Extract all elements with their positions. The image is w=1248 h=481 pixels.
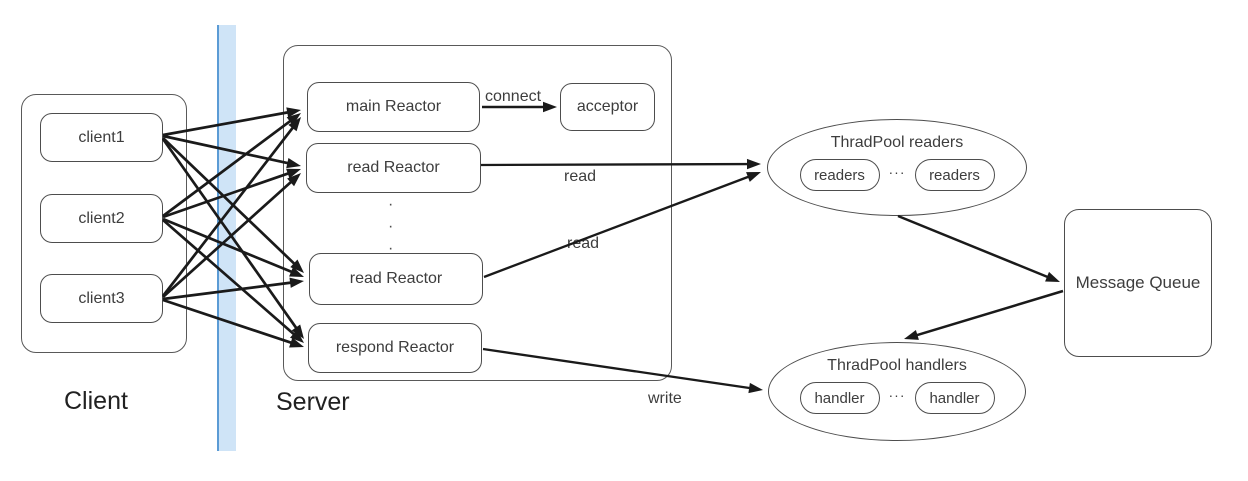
edge-label-read-2: read bbox=[567, 235, 600, 252]
edge-label-read-1: read bbox=[564, 168, 597, 185]
read-reactor-1-node: read Reactor bbox=[306, 143, 481, 193]
threadpool-handlers-node: ThradPool handlers handler ··· handler bbox=[768, 342, 1026, 441]
read-reactor-2-node: read Reactor bbox=[309, 253, 483, 305]
edge-readers-pool-to-message-queue bbox=[897, 214, 1050, 279]
handler-worker-1-label: handler bbox=[814, 389, 865, 407]
client2-label: client2 bbox=[78, 209, 125, 227]
client1-node: client1 bbox=[40, 113, 163, 162]
client-group-label: Client bbox=[64, 387, 128, 415]
reader-worker-1: readers bbox=[799, 159, 880, 191]
main-reactor-node: main Reactor bbox=[307, 82, 480, 132]
client1-label: client1 bbox=[78, 128, 125, 146]
threadpool-readers-node: ThradPool readers readers ··· readers bbox=[767, 119, 1027, 216]
arrowhead-read-reactor-2-to-readers-pool bbox=[746, 172, 761, 182]
respond-reactor-node: respond Reactor bbox=[308, 323, 482, 373]
threadpool-readers-title: ThradPool readers bbox=[830, 134, 964, 151]
acceptor-node: acceptor bbox=[560, 83, 655, 131]
edge-message-queue-to-handlers-pool bbox=[915, 289, 1064, 337]
arrowhead-readers-pool-to-message-queue bbox=[1045, 271, 1060, 282]
handler-worker-1: handler bbox=[799, 382, 880, 414]
edge-label-connect: connect bbox=[485, 88, 542, 105]
main-reactor-label: main Reactor bbox=[345, 98, 442, 115]
threadpool-handlers-title: ThradPool handlers bbox=[827, 357, 967, 374]
arrowhead-respond-reactor-to-handlers-pool bbox=[748, 382, 763, 394]
client3-label: client3 bbox=[78, 289, 125, 307]
edge-label-write: write bbox=[648, 390, 682, 407]
handlers-worker-row: handler ··· handler bbox=[799, 382, 995, 414]
reader-worker-1-label: readers bbox=[814, 166, 865, 184]
reader-worker-2-label: readers bbox=[929, 166, 980, 184]
network-boundary-band bbox=[217, 25, 236, 451]
reactor-ellipsis-dots: · · · bbox=[388, 196, 394, 257]
acceptor-label: acceptor bbox=[576, 98, 639, 115]
readers-ellipsis-dots: ··· bbox=[888, 164, 906, 180]
arrowhead-read-reactor-1-to-readers-pool bbox=[746, 158, 761, 170]
read-reactor-1-label: read Reactor bbox=[347, 159, 440, 176]
respond-reactor-label: respond Reactor bbox=[335, 339, 455, 356]
arrowhead-message-queue-to-handlers-pool bbox=[904, 329, 919, 340]
client3-node: client3 bbox=[40, 274, 163, 323]
read-reactor-2-label: read Reactor bbox=[349, 270, 443, 287]
handler-worker-2: handler bbox=[914, 382, 995, 414]
server-group-label: Server bbox=[276, 388, 350, 416]
handlers-ellipsis-dots: ··· bbox=[888, 387, 906, 403]
message-queue-node: Message Queue bbox=[1064, 209, 1212, 357]
readers-worker-row: readers ··· readers bbox=[799, 159, 995, 191]
handler-worker-2-label: handler bbox=[929, 389, 980, 407]
message-queue-label: Message Queue bbox=[1075, 273, 1201, 292]
client2-node: client2 bbox=[40, 194, 163, 243]
reader-worker-2: readers bbox=[914, 159, 995, 191]
